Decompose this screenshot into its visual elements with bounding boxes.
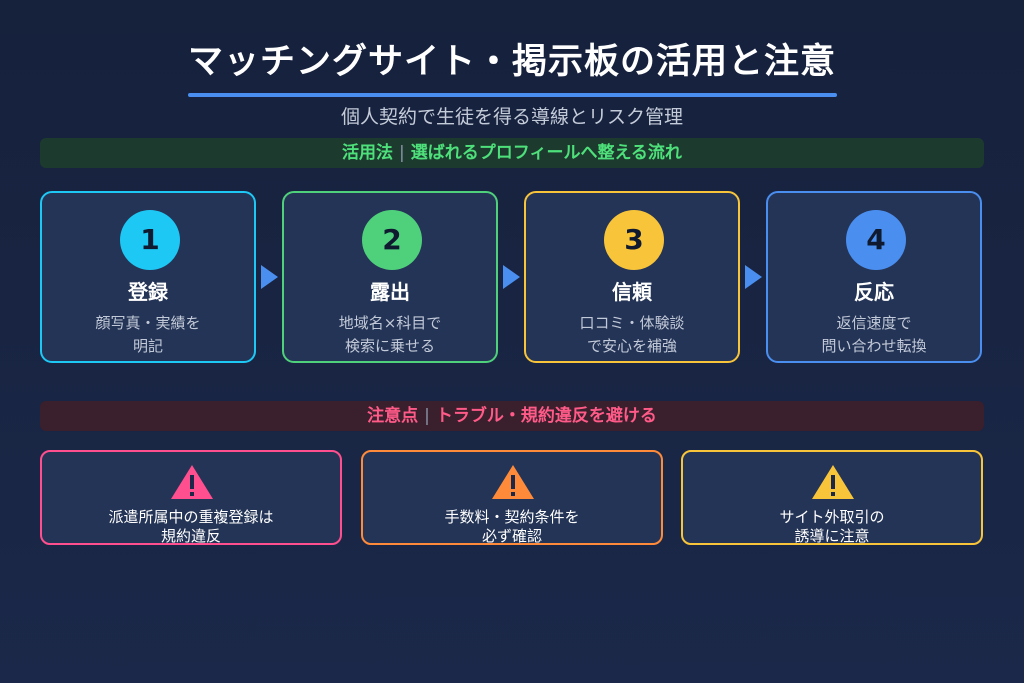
step-description: 返信速度で問い合わせ転換 [768, 312, 980, 358]
warning-text: 手数料・契約条件を必ず確認 [363, 508, 661, 546]
warning-icon [812, 465, 854, 499]
step-number-badge: 3 [604, 210, 664, 270]
step-number-badge: 2 [362, 210, 422, 270]
step-card-response: 4 反応 返信速度で問い合わせ転換 [766, 191, 982, 363]
warning-card-off-site-deals: サイト外取引の誘導に注意 [681, 450, 983, 545]
warning-text-line: 誘導に注意 [794, 527, 870, 545]
step-description-line: 返信速度で [836, 314, 912, 332]
warning-text-line: 手数料・契約条件を [444, 508, 580, 526]
usage-banner-label: 活用法 [342, 143, 394, 163]
warning-card-duplicate-registration: 派遣所属中の重複登録は規約違反 [40, 450, 342, 545]
step-card-exposure: 2 露出 地域名×科目で検索に乗せる [282, 191, 498, 363]
step-number-badge: 4 [846, 210, 906, 270]
step-description-line: 顔写真・実績を [95, 314, 201, 332]
step-description-line: 口コミ・体験談 [579, 314, 685, 332]
step-description: 地域名×科目で検索に乗せる [284, 312, 496, 358]
caution-banner: 注意点|トラブル・規約違反を避ける [40, 401, 984, 431]
warning-icon [492, 465, 534, 499]
warning-icon [171, 465, 213, 499]
step-description-line: 明記 [132, 337, 163, 355]
page-subtitle: 個人契約で生徒を得る導線とリスク管理 [340, 106, 683, 128]
caution-banner-label: 注意点 [367, 406, 419, 426]
step-description: 顔写真・実績を明記 [42, 312, 254, 358]
page-title: マッチングサイト・掲示板の活用と注意 [187, 42, 836, 82]
step-card-register: 1 登録 顔写真・実績を明記 [40, 191, 256, 363]
flow-arrow-icon [261, 265, 278, 289]
step-description-line: で安心を補強 [586, 337, 677, 355]
step-description-line: 検索に乗せる [344, 337, 435, 355]
usage-banner: 活用法|選ばれるプロフィールへ整える流れ [40, 138, 984, 168]
step-title: 登録 [128, 280, 168, 304]
warning-text-line: 派遣所属中の重複登録は [108, 508, 274, 526]
warning-card-fees: 手数料・契約条件を必ず確認 [361, 450, 663, 545]
step-description-line: 地域名×科目で [338, 314, 442, 332]
usage-banner-text: 選ばれるプロフィールへ整える流れ [410, 143, 682, 163]
warning-text-line: 必ず確認 [481, 527, 542, 545]
step-title: 反応 [854, 280, 894, 304]
warning-text-line: サイト外取引の [779, 508, 885, 526]
step-description-line: 問い合わせ転換 [821, 337, 927, 355]
flow-arrow-icon [503, 265, 520, 289]
step-card-trust: 3 信頼 口コミ・体験談で安心を補強 [524, 191, 740, 363]
step-title: 信頼 [612, 280, 652, 304]
caution-banner-separator: | [424, 406, 430, 426]
step-description: 口コミ・体験談で安心を補強 [526, 312, 738, 358]
title-underline [188, 93, 837, 97]
warning-text-line: 規約違反 [160, 527, 221, 545]
warning-text: サイト外取引の誘導に注意 [683, 508, 981, 546]
flow-arrow-icon [745, 265, 762, 289]
usage-banner-separator: | [399, 143, 405, 163]
caution-banner-text: トラブル・規約違反を避ける [435, 406, 657, 426]
warning-text: 派遣所属中の重複登録は規約違反 [42, 508, 340, 546]
step-number-badge: 1 [120, 210, 180, 270]
step-title: 露出 [370, 280, 410, 304]
